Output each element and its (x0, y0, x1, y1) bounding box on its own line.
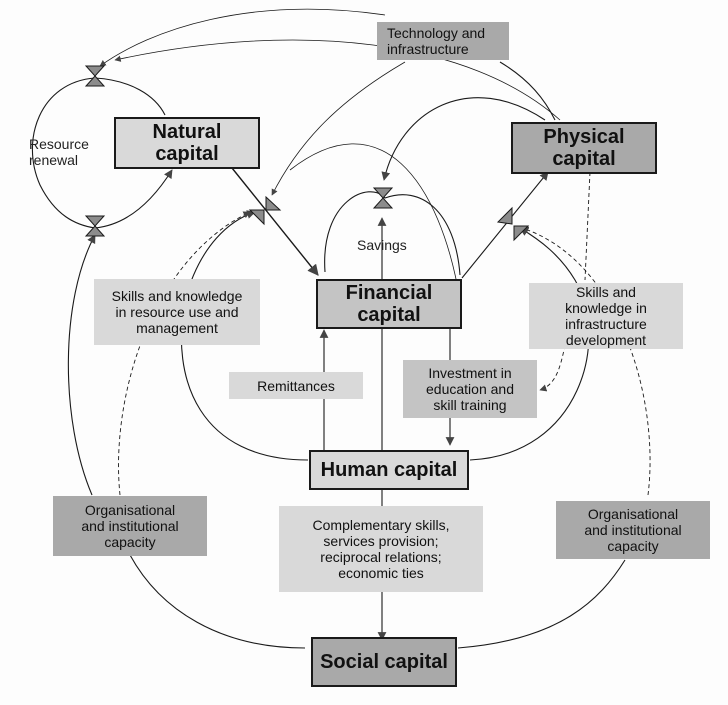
financial-physical-valve-icon (496, 206, 530, 242)
org-left-dashed (118, 211, 251, 496)
complementary-skills-box: Complementary skills, services provision… (279, 506, 483, 592)
org-capacity-left-box: Organisational and institutional capacit… (53, 496, 207, 556)
savings-valve-icon (372, 187, 394, 209)
skills-infrastructure-label: Skills and knowledge in infrastructure d… (565, 284, 647, 348)
org-left-to-renewal-valve (67, 234, 96, 496)
investment-education-box: Investment in education and skill traini… (403, 360, 537, 418)
social-to-org-right (457, 559, 626, 649)
natural-to-financial (231, 167, 319, 276)
social-to-org-left (129, 554, 306, 649)
social-capital-label: Social capital (320, 651, 448, 673)
financial-capital-label: Financial capital (345, 282, 433, 326)
org-capacity-right-label: Organisational and institutional capacit… (584, 506, 682, 554)
org-capacity-left-label: Organisational and institutional capacit… (81, 502, 179, 550)
skills-resource-label: Skills and knowledge in resource use and… (111, 288, 243, 336)
resource-renewal-loop (31, 77, 96, 229)
skills-infrastructure-box: Skills and knowledge in infrastructure d… (529, 283, 683, 349)
technology-infrastructure-box: Technology and infrastructure (377, 22, 509, 60)
physical-capital-label: Physical capital (543, 126, 625, 170)
tech-arc (499, 61, 556, 121)
renewal-valve-bottom-icon (84, 215, 106, 237)
human-capital-box: Human capital (309, 450, 469, 490)
investment-education-label: Investment in education and skill traini… (426, 365, 514, 413)
resource-renewal-to-natural (94, 169, 173, 229)
skills-infra-to-investment (539, 344, 566, 392)
natural-financial-valve-icon (248, 195, 282, 226)
physical-dashed (584, 171, 591, 281)
complementary-skills-label: Complementary skills, services provision… (312, 517, 450, 581)
remittances-label: Remittances (257, 377, 335, 394)
skills-resource-box: Skills and knowledge in resource use and… (94, 279, 260, 345)
natural-capital-box: Natural capital (114, 117, 260, 169)
resource-renewal-label: Resource renewal (29, 136, 89, 168)
physical-to-renewal-valve (114, 39, 561, 121)
physical-to-savings-valve (381, 97, 546, 181)
financial-to-physical (461, 171, 549, 279)
valve-arc-human (289, 143, 461, 301)
org-capacity-right-box: Organisational and institutional capacit… (556, 501, 710, 559)
remittances-box: Remittances (229, 372, 363, 399)
renewal-valve-top-icon (84, 65, 106, 87)
physical-capital-box: Physical capital (511, 122, 657, 174)
savings-loop (324, 191, 461, 276)
tech-to-natural-valve (271, 61, 406, 196)
financial-capital-box: Financial capital (316, 279, 462, 329)
social-capital-box: Social capital (311, 637, 457, 687)
tech-to-renewal-valve (99, 8, 386, 67)
resource-renewal-loop-upper (94, 77, 166, 116)
technology-infrastructure-label: Technology and infrastructure (387, 25, 486, 57)
savings-label: Savings (357, 237, 407, 253)
human-capital-label: Human capital (320, 459, 458, 481)
org-right-dashed (521, 226, 651, 496)
natural-capital-label: Natural capital (152, 121, 222, 165)
